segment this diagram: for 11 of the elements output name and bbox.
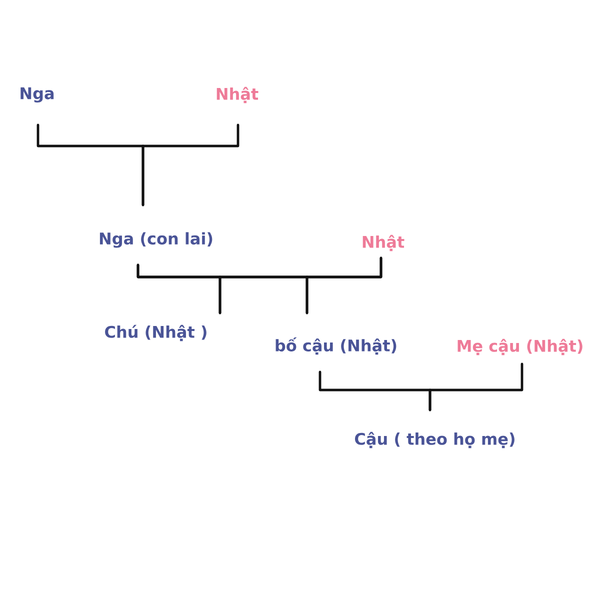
name-label: Nga (con lai) — [100, 232, 212, 248]
name-label: Nhật — [216, 86, 258, 104]
name-label: Mẹ cậu (Nhật) — [458, 338, 582, 356]
tree-connector — [306, 256, 382, 314]
tree-connector — [428, 362, 524, 412]
name-label: Nga — [20, 87, 54, 103]
name-label: bố cậu (Nhật) — [276, 337, 396, 355]
name-label: Nhật — [362, 234, 404, 252]
tree-connector — [142, 124, 240, 206]
name-label: Chú (Nhật ) — [105, 324, 206, 342]
name-label: Cậu ( theo họ mẹ) — [355, 432, 514, 448]
